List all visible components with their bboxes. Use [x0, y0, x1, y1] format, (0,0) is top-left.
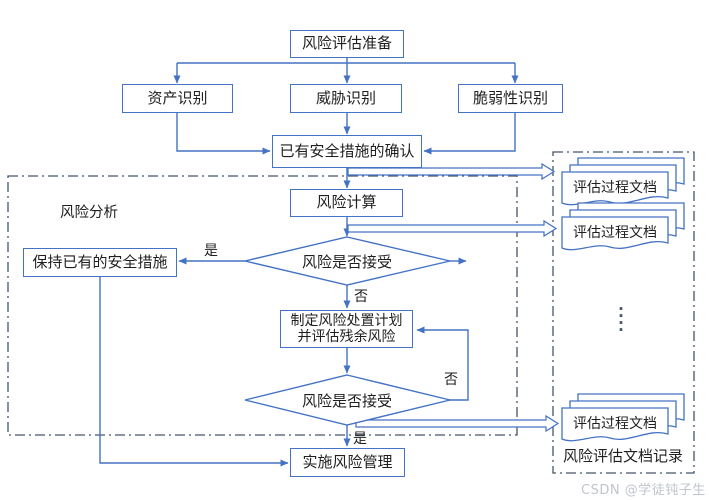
node-implement-risk-management: 实施风险管理: [290, 448, 405, 477]
doc-label-3: 评估过程文档: [573, 415, 657, 432]
watermark-text: CSDN @学徒钝子生: [581, 483, 706, 498]
doc-label-1: 评估过程文档: [573, 179, 657, 196]
node-confirm-existing-measures: 已有安全措施的确认: [272, 135, 422, 168]
node-vulnerability-identification: 脆弱性识别: [458, 84, 563, 113]
node-threat-identification: 威胁识别: [290, 84, 402, 113]
decision-2-label: 风险是否接受: [301, 391, 392, 410]
edge-label-no-1: 否: [354, 289, 368, 305]
node-asset-identification: 资产识别: [122, 84, 233, 113]
node-prepare: 风险评估准备: [290, 30, 404, 58]
edge-label-yes-1: 是: [204, 243, 218, 259]
decision-1-label: 风险是否接受: [301, 252, 392, 271]
edge-label-no-2: 否: [444, 372, 458, 388]
node-keep-existing-measures: 保持已有的安全措施: [23, 248, 177, 277]
vertical-ellipsis-icon: · · · ·: [618, 300, 624, 339]
edge-label-yes-2: 是: [353, 431, 367, 447]
node-risk-calculation: 风险计算: [290, 189, 403, 217]
node-treatment-plan: 制定风险处置计划 并评估残余风险: [280, 310, 413, 348]
doc-label-2: 评估过程文档: [573, 224, 657, 241]
doc-panel-label: 风险评估文档记录: [563, 447, 684, 465]
risk-analysis-region-label: 风险分析: [60, 205, 118, 221]
